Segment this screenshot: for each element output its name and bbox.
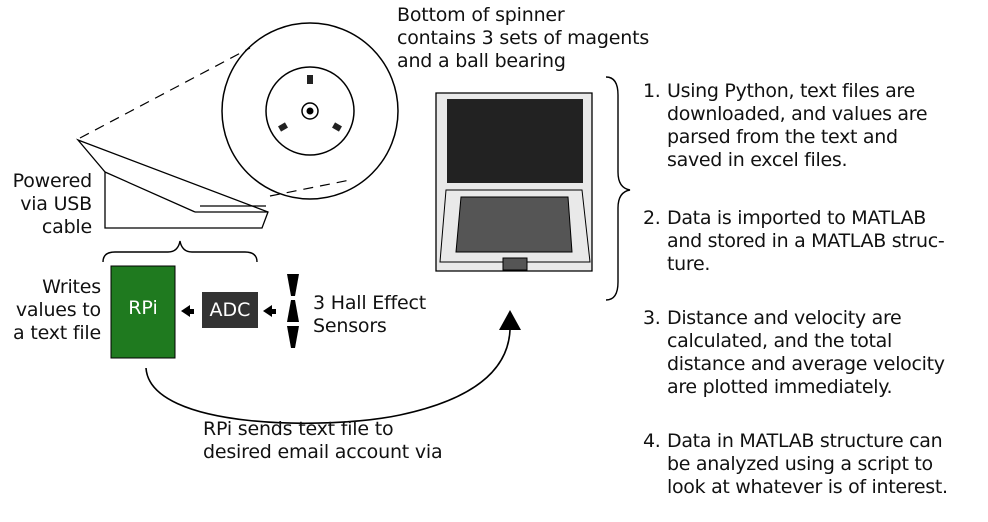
step-number: 2. [643, 207, 661, 229]
hall-sensors [287, 274, 299, 348]
rpi-box [110, 265, 176, 359]
arrow-adc-to-rpi [181, 305, 190, 317]
rpi-label: RPi [128, 297, 158, 319]
step-4: 4. Data in MATLAB structure can be analy… [643, 430, 983, 502]
steps-brace [605, 76, 631, 301]
magnet-left [278, 122, 288, 132]
spinner-bottom-label: Bottom of spinner contains 3 sets of mag… [397, 4, 650, 72]
email-arrow [145, 329, 511, 425]
step-text: Data is imported to MATLAB and stored in… [667, 207, 945, 275]
magnet-right [332, 122, 342, 132]
email-label: RPi sends text file to desired email acc… [203, 418, 443, 463]
powered-label: Powered via USB cable [12, 170, 93, 238]
projection-lines [79, 47, 351, 197]
magnet-top [307, 75, 313, 84]
email-arrowhead [499, 310, 521, 330]
step-text: Using Python, text files are downloaded,… [667, 80, 928, 171]
writes-label: Writes values to a text file [13, 276, 101, 344]
diagram: Bottom of spinner contains 3 sets of mag… [12, 4, 983, 502]
step-number: 3. [643, 307, 661, 329]
arrow-sensors-to-adc [263, 305, 272, 317]
step-text: Data in MATLAB structure can be analyzed… [667, 430, 948, 498]
step-text: Distance and velocity are calculated, an… [667, 307, 945, 398]
step-number: 4. [643, 430, 661, 452]
step-2: 2. Data is imported to MATLAB and stored… [643, 207, 983, 279]
step-1: 1. Using Python, text files are download… [643, 80, 983, 176]
laptop [435, 92, 593, 272]
step-number: 1. [643, 80, 661, 102]
spinner-device [75, 138, 269, 229]
adc-label: ADC [209, 299, 251, 321]
step-3: 3. Distance and velocity are calculated,… [643, 307, 983, 403]
device-brace [102, 240, 258, 263]
diagram-graphics [75, 22, 631, 425]
spinner-disc [221, 22, 399, 200]
sensors-label: 3 Hall Effect Sensors [313, 292, 427, 337]
adc-box [202, 292, 258, 328]
